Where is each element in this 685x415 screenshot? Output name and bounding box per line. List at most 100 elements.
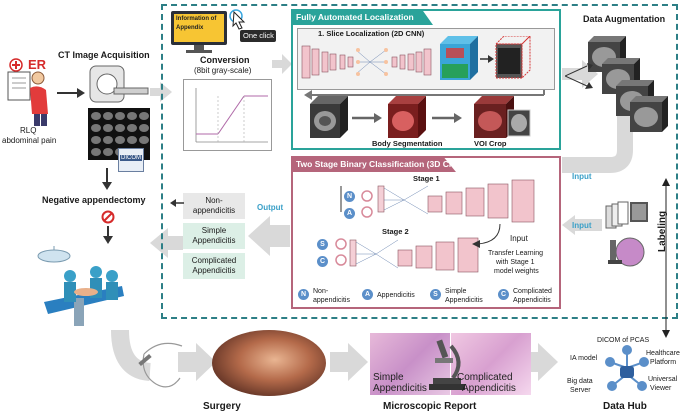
micro-complicated-line1: Complicated [457, 372, 513, 383]
legend-s-line2: Appendicitis [445, 297, 483, 304]
popup-line2: Appendix [176, 25, 204, 31]
conversion-title: Conversion [200, 55, 250, 65]
legend-icon-c: C [498, 289, 509, 300]
one-click-button[interactable]: One click [240, 30, 276, 42]
universal-line1: Universal [648, 376, 678, 383]
conversion-subtitle: (8bit gray-scale) [194, 66, 252, 75]
slice-localization-label: 1. Slice Localization (2D CNN) [318, 29, 425, 38]
double-arrow-icon [662, 178, 670, 338]
popup-line1: Information of [176, 16, 217, 22]
arrow-down-icon [102, 168, 112, 190]
localization-header: Fully Automated Localization [296, 12, 414, 22]
healthcare-line2: Platform [650, 359, 677, 366]
data-hub-label: Data Hub [603, 401, 647, 412]
symptom-line1: RLQ [20, 126, 37, 135]
output-label: Output [257, 203, 284, 212]
output-complicated-line2: Appendicitis [192, 266, 236, 275]
stage2-label: Stage 2 [382, 227, 409, 236]
micro-simple-line1: Simple [373, 372, 404, 383]
pipeline-frame [161, 4, 678, 319]
legend-c-line1: Complicated [513, 288, 552, 295]
body-segmentation-cube [388, 96, 428, 138]
output-non-line1: Non- [205, 196, 223, 205]
augmentation-title: Data Augmentation [583, 14, 666, 24]
cnn-2d-diagram [301, 45, 432, 79]
transfer-arrow-icon [472, 223, 501, 248]
localization-header-bar [291, 9, 433, 25]
windowing-plot [183, 79, 272, 151]
arrow-right-icon [57, 88, 85, 98]
microscopic-report-label: Microscopic Report [383, 401, 477, 412]
surgery-label: Surgery [203, 401, 241, 412]
legend-icon-s: S [430, 289, 441, 300]
stage1-label: Stage 1 [413, 174, 440, 183]
microscope-icon [429, 339, 465, 390]
er-label: ER [28, 57, 47, 72]
output-simple-appendicitis: Simple Appendicitis [183, 223, 245, 249]
dicom-pcas-label: DICOM of PCAS [597, 337, 650, 344]
one-click-label: One click [243, 31, 274, 40]
output-simple-line1: Simple [201, 226, 227, 235]
legend-n-line2: appendicitis [313, 297, 350, 304]
legend-s-line1: Simple [445, 288, 467, 295]
return-arrow-icon [304, 90, 545, 100]
symptom-line2: abdominal pain [2, 136, 57, 145]
ct-title: CT Image Acquisition [58, 50, 150, 60]
arrow-right-icon [480, 55, 494, 63]
legend-a-line1: Appendicitis [377, 292, 415, 299]
voi-crop-cube [472, 94, 532, 140]
dicom-file-icon: DICOM [118, 148, 144, 172]
legend-c-line2: Appendicitis [513, 297, 551, 304]
transfer-line1: Transfer Learning [488, 250, 543, 257]
augmented-volumes [584, 30, 674, 140]
stage2-input-label: Input [510, 234, 528, 243]
arrow-right-icon [432, 113, 462, 123]
data-hub-network-icon [605, 345, 649, 391]
classification-header-bar [291, 156, 456, 172]
stage1-connector [340, 186, 342, 212]
ct-volume-cube [310, 96, 350, 138]
output-non-line2: appendicitis [192, 206, 236, 215]
microscope-label-icon [606, 234, 652, 270]
voi-crop-label: VOI Crop [474, 139, 507, 148]
medical-cross-icon [9, 58, 23, 72]
stage1-network [377, 179, 535, 223]
legend-icon-a: A [362, 289, 373, 300]
body-segmentation-label: Body Segmentation [372, 139, 443, 148]
prohibited-icon [101, 210, 115, 224]
universal-line2: Viewer [650, 385, 672, 392]
input-top-label: Input [572, 172, 592, 181]
stage1-node-n: N [344, 191, 355, 202]
ia-model-label: IA model [570, 355, 598, 362]
labeled-slices-icon [604, 200, 650, 230]
augmentation-arrows [565, 63, 593, 89]
dashed-roi-volume [494, 34, 532, 80]
output-complicated-appendicitis: Complicated Appendicitis [183, 253, 245, 279]
bigdata-line1: Big data [567, 378, 593, 385]
transfer-line2: with Stage 1 [496, 259, 535, 266]
arrow-down-icon [103, 226, 113, 244]
stage2-node-c: C [317, 256, 328, 267]
arrow-left-icon [170, 199, 184, 207]
output-complicated-line1: Complicated [191, 256, 237, 265]
bigdata-line2: Server [570, 387, 591, 394]
cursor-click-icon [229, 9, 246, 30]
stage2-node-s: S [317, 239, 328, 250]
stage1-node-a: A [344, 208, 355, 219]
legend-n-line1: Non- [313, 288, 329, 295]
dicom-badge: DICOM [120, 155, 142, 161]
output-simple-line2: Appendicitis [192, 236, 236, 245]
output-non-appendicitis: Non- appendicitis [183, 193, 245, 219]
micro-simple-line2: Appendicitis [373, 383, 427, 394]
ct-scanner-icon [89, 65, 149, 103]
input-bottom-label: Input [572, 221, 592, 230]
classification-header: Two Stage Binary Classification (3D CNN) [296, 159, 464, 169]
stage2-output-circles [334, 236, 348, 270]
negative-appendectomy-label: Negative appendectomy [42, 195, 146, 205]
laparoscopy-image [212, 330, 326, 396]
er-patient-illustration [4, 58, 54, 128]
stage2-network [349, 237, 479, 273]
monitor-icon [170, 10, 228, 54]
surgery-illustration [130, 334, 226, 394]
arrow-right-icon [352, 113, 382, 123]
